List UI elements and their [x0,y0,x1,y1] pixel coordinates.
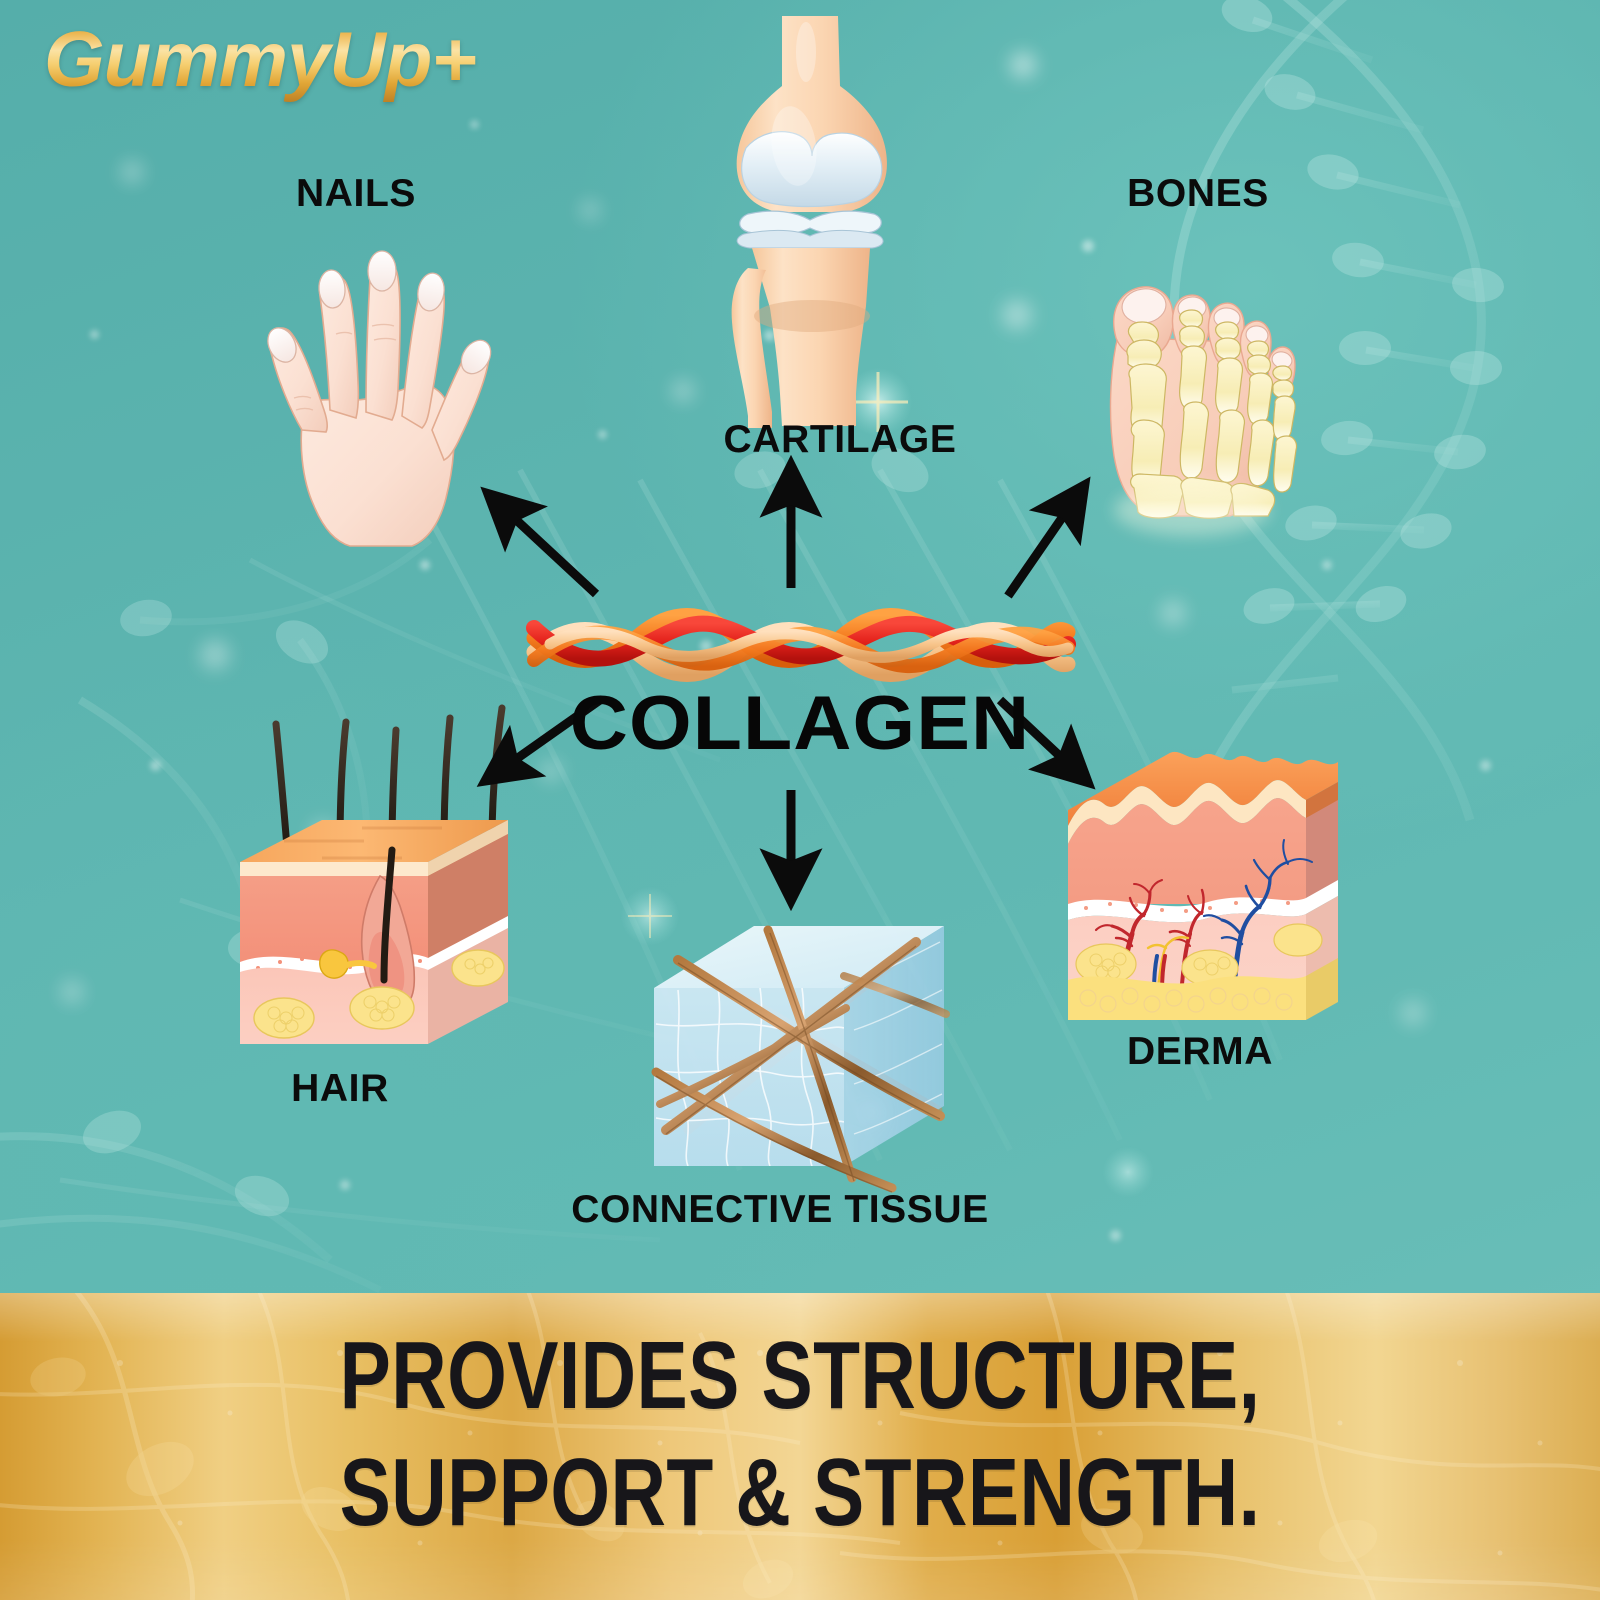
brand-logo: GummyUp+ [44,15,477,103]
label-collagen: COLLAGEN [569,681,1031,766]
foot-bones-icon [1082,240,1302,536]
skin-layers-block-icon [1058,748,1348,1028]
label-derma: DERMA [1127,1030,1273,1073]
collagen-triple-helix [526,608,1076,682]
fiber-cube-icon [648,920,950,1193]
tagline-banner: PROVIDES STRUCTURE, SUPPORT & STRENGTH. [0,1293,1600,1600]
label-connective-tissue: CONNECTIVE TISSUE [571,1188,989,1231]
tagline-line-2: SUPPORT & STRENGTH. [339,1439,1261,1547]
hair-skin-block-icon [222,700,522,1060]
tagline-text: PROVIDES STRUCTURE, SUPPORT & STRENGTH. [160,1317,1440,1551]
label-cartilage: CARTILAGE [723,418,957,461]
knee-joint-icon [686,16,936,436]
banner-sheen [0,1293,1600,1600]
tagline-line-1: PROVIDES STRUCTURE, [339,1322,1261,1429]
label-nails: NAILS [296,172,416,215]
label-hair: HAIR [291,1067,389,1110]
hand-icon [232,230,522,550]
label-bones: BONES [1127,172,1269,215]
banner-network-texture [0,1293,1600,1600]
